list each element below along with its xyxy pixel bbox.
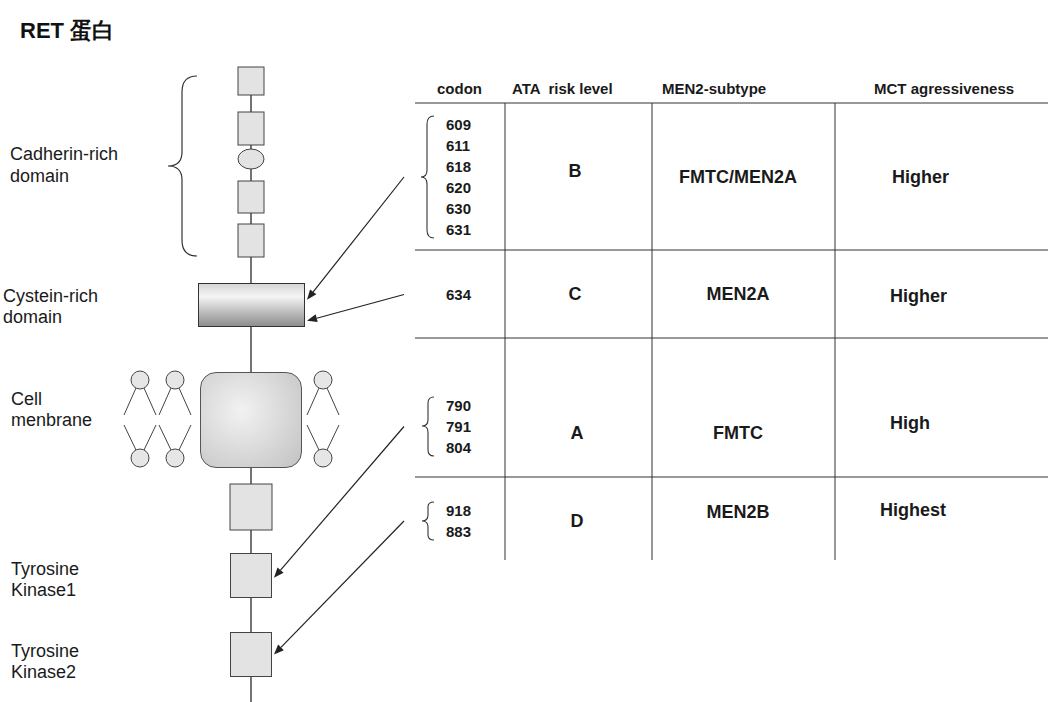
domain-label: Cystein-rich domain [3, 286, 123, 328]
connector-line [281, 521, 404, 647]
table-grid [415, 103, 1048, 560]
table-header: MCT agressiveness [874, 79, 1014, 98]
tyrosine-kinase-box: Tyrosine Kinase2 [230, 632, 272, 677]
aggressiveness-cell: Higher [892, 166, 949, 188]
figure-title: RET 蛋白 [20, 16, 114, 46]
codon-cell: 609 611 618 620 630 631 [412, 110, 477, 244]
risk-level-cell: C [505, 283, 645, 305]
codon-number: 609 611 618 620 630 631 [446, 114, 471, 240]
codon-number: 634 [446, 284, 471, 305]
table-header: ATA risk level [512, 79, 613, 98]
table-header: codon [437, 79, 482, 98]
risk-level-cell: B [505, 160, 645, 182]
codon-cell: 918 883 [412, 496, 477, 546]
aggressiveness-cell: Higher [890, 285, 947, 307]
domain-label: Tyrosine Kinase2 [11, 641, 111, 683]
subtype-cell: FMTC [652, 422, 824, 444]
connector-arrow [274, 521, 404, 655]
subtype-cell: MEN2A [652, 283, 824, 305]
connector-arrow [307, 295, 404, 323]
domain-label: Cadherin-rich domain [10, 143, 150, 187]
domain-label: Cell menbrane [11, 389, 111, 431]
codon-brackets [421, 116, 434, 540]
risk-level-cell: A [505, 422, 649, 444]
codon-cell: 790 791 804 [412, 391, 477, 462]
codon-number: 918 883 [446, 500, 471, 542]
cell-membrane-domain: Cell menbrane [200, 372, 302, 468]
codon-cell: 634 [412, 280, 477, 309]
tyrosine-kinase-box: Tyrosine Kinase1 [230, 553, 272, 598]
codon-number: 790 791 804 [446, 395, 471, 458]
connector-line [313, 177, 404, 292]
arrow-head [274, 645, 284, 655]
table-header: MEN2-subtype [662, 79, 766, 98]
cysteine-rich-domain: Cystein-rich domain [198, 283, 305, 327]
risk-level-cell: D [505, 510, 649, 532]
aggressiveness-cell: High [890, 412, 930, 434]
connector-arrow [307, 177, 404, 300]
subtype-cell: FMTC/MEN2A [652, 166, 824, 188]
arrow-head [274, 568, 284, 578]
domain-label: Tyrosine Kinase1 [11, 559, 111, 601]
arrow-head [307, 289, 316, 299]
arrow-head [307, 314, 318, 322]
cadherin-brace [168, 76, 197, 256]
subtype-cell: MEN2B [652, 501, 824, 523]
lipid-symbols [124, 371, 339, 467]
aggressiveness-cell: Highest [880, 499, 946, 521]
connector-line [317, 295, 404, 319]
